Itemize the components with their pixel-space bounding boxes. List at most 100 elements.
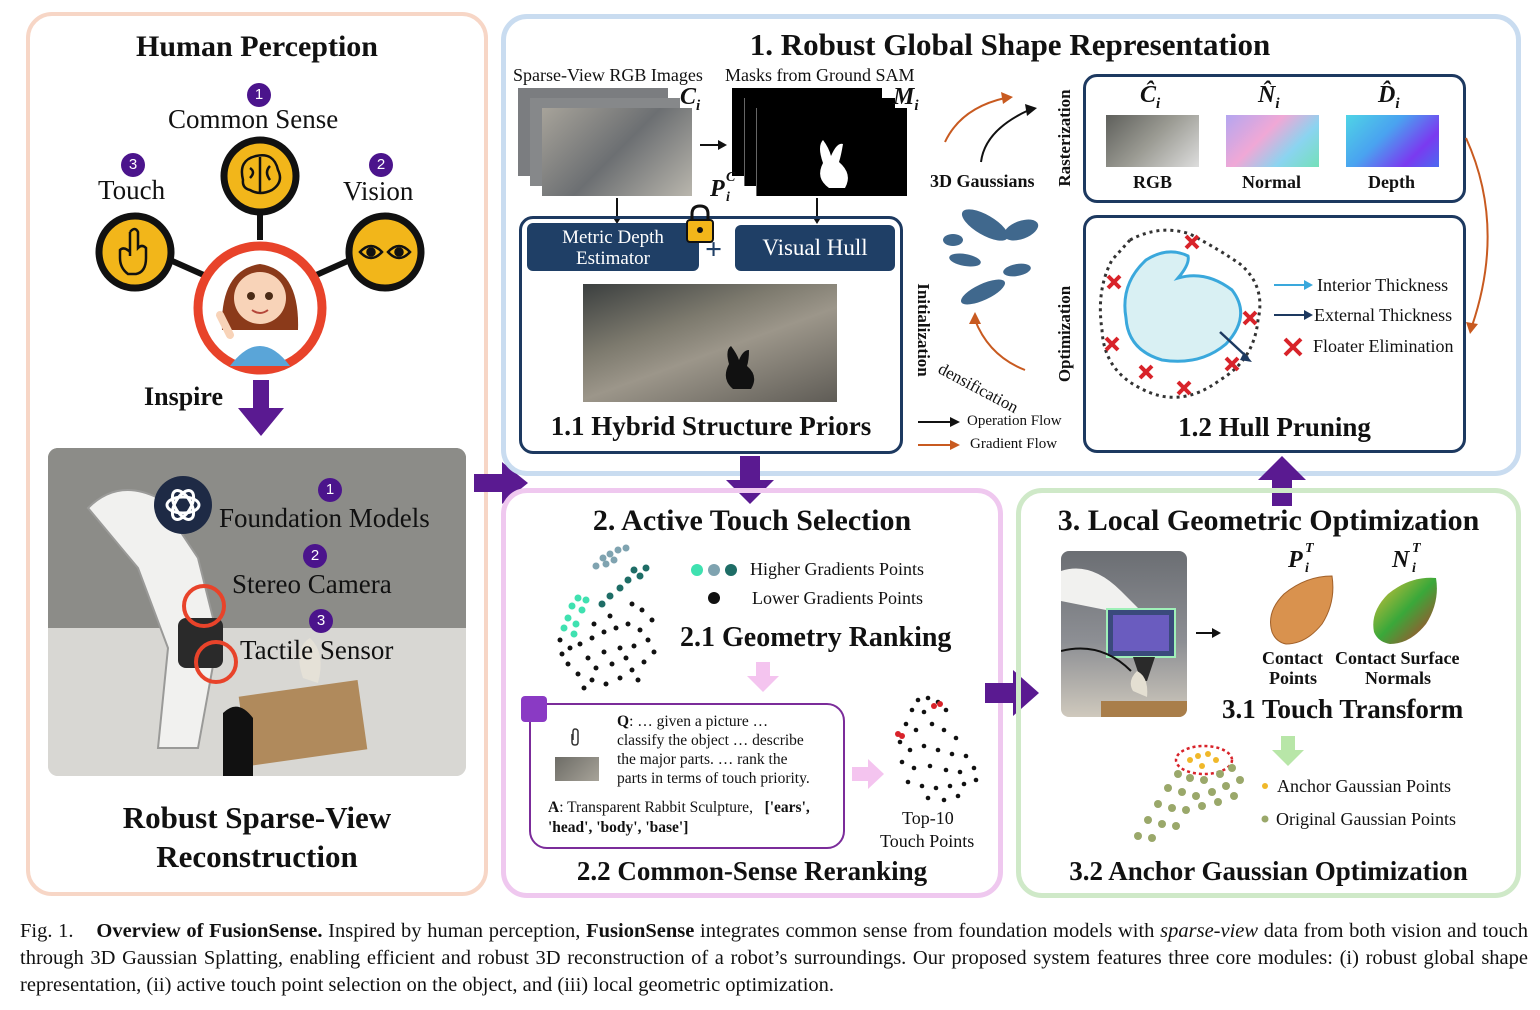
metric-depth-line2: Estimator	[576, 248, 650, 269]
vision-circle	[345, 212, 425, 292]
hybrid-structure-title: 1.1 Hybrid Structure Priors	[550, 411, 872, 441]
touch-to-local-arrow	[985, 670, 1039, 716]
contact-points-label-1: Contact	[1262, 648, 1323, 668]
geometry-ranking-pointcloud	[557, 544, 657, 691]
stereo-camera-label: Stereo Camera	[232, 569, 392, 599]
sparse-rgb-label: Sparse-View RGB Images	[513, 65, 703, 85]
floater-elimination-label: Floater Elimination	[1313, 336, 1454, 356]
answer-text: A: Transparent Rabbit Sculpture, ['ears'…	[548, 799, 810, 836]
question-text: Q: … given a picture … classify the obje…	[617, 713, 810, 787]
touch-sensor-sketch	[1061, 568, 1187, 717]
plus-sign: +	[705, 233, 723, 266]
local-geometric-panel	[1016, 488, 1521, 898]
geometry-ranking-title: 2.1 Geometry Ranking	[680, 622, 952, 653]
metric-depth-line1: Metric Depth	[562, 227, 664, 248]
contact-normals-label-1: Contact Surface	[1335, 648, 1460, 668]
anchor-optimization-title: 3.2 Anchor Gaussian Optimization	[1069, 856, 1468, 886]
photo-to-contact-arrow	[1196, 628, 1221, 638]
floater-marks	[1104, 234, 1258, 396]
render-rgb-image	[1106, 115, 1199, 167]
stereo-camera-highlight	[182, 584, 226, 628]
human-perception-panel	[26, 12, 488, 896]
tactile-sensor-highlight	[194, 640, 238, 684]
masks-label: Masks from Ground SAM	[725, 65, 915, 85]
touch-sensor-photo	[1061, 551, 1187, 717]
rerank-to-top10-arrow	[852, 759, 884, 789]
figure-caption: Fig. 1. Overview of FusionSense. Inspire…	[20, 918, 1528, 999]
touch-transform-title: 3.1 Touch Transform	[1222, 694, 1464, 724]
inspire-label: Inspire	[144, 382, 223, 411]
original-points-label: Original Gaussian Points	[1276, 809, 1456, 829]
gaussian-blobs	[943, 209, 1039, 305]
contact-points-shape	[1270, 575, 1334, 645]
inspire-arrow	[238, 380, 284, 436]
ci-symbol: Ci	[680, 84, 701, 114]
query-thumbnail-image	[555, 757, 599, 781]
common-sense-rerank-title: 2.2 Common-Sense Reranking	[576, 856, 928, 886]
hat-n-symbol: N̂i	[1258, 82, 1280, 112]
render-normal-label: Normal	[1242, 172, 1301, 192]
global-shape-title: 1. Robust Global Shape Representation	[749, 27, 1271, 62]
caption-italic: sparse-view	[1160, 920, 1259, 942]
touch-number: 3	[121, 153, 145, 177]
higher-gradient-label: Higher Gradients Points	[750, 559, 924, 579]
higher-gradient-legend-dots	[691, 564, 737, 576]
tactile-sensor-label: Tactile Sensor	[240, 635, 394, 665]
common-sense-label: Common Sense	[168, 104, 339, 134]
anchor-gaussian-pointcloud	[1134, 744, 1244, 842]
global-shape-panel	[501, 14, 1521, 476]
hull-pruning-box	[1083, 215, 1466, 453]
active-touch-title: 2. Active Touch Selection	[592, 504, 912, 537]
anchor-points-label: Anchor Gaussian Points	[1277, 776, 1451, 796]
render-normal-image	[1226, 115, 1319, 167]
robot-item-1-number: 1	[318, 478, 342, 502]
openai-logo-icon	[154, 476, 212, 534]
interior-thickness-legend-arrow	[1274, 280, 1313, 290]
hybrid-structure-box	[519, 216, 903, 454]
point-cloud-prior-image	[583, 284, 837, 402]
caption-text-2: integrates common sense from foundation …	[694, 920, 1161, 942]
top10-label-line1: Top-10	[902, 808, 954, 828]
lower-gradient-label: Lower Gradients Points	[752, 588, 923, 608]
paperclip-icon	[571, 728, 579, 746]
interior-hull	[1123, 250, 1243, 363]
caption-bold-name: FusionSense	[586, 920, 695, 942]
gradient-flow-label: Gradient Flow	[970, 436, 1058, 452]
rabbit-silhouette	[725, 346, 755, 389]
rgb-to-mask-arrow	[700, 140, 727, 150]
external-thickness-label: External Thickness	[1314, 305, 1453, 325]
render-rgb-label: RGB	[1133, 172, 1173, 192]
operation-flow-legend-arrow	[918, 417, 960, 427]
rasterization-label: Rasterization	[1055, 89, 1074, 187]
visual-hull-box: Visual Hull	[735, 225, 895, 271]
caption-fig-number: Fig. 1.	[20, 920, 74, 942]
robot-item-3-number: 3	[309, 609, 333, 633]
contact-points-label-2: Points	[1269, 668, 1318, 688]
original-points-legend-dot	[1261, 815, 1269, 823]
robot-sketch	[48, 448, 466, 776]
touch-circle	[95, 212, 175, 292]
common-sense-number: 1	[247, 83, 271, 107]
avatar	[216, 264, 299, 366]
interior-thickness-label: Interior Thickness	[1317, 275, 1449, 295]
robot-item-2-number: 2	[303, 544, 327, 568]
sparse-view-title-line2: Reconstruction	[156, 839, 358, 874]
render-output-box	[1083, 74, 1466, 203]
mask-image-front	[756, 108, 907, 196]
render-depth-label: Depth	[1368, 172, 1416, 192]
caption-text-3: data from both vision and touch through …	[20, 920, 1529, 996]
sparse-view-title-line1: Robust Sparse-View	[122, 800, 392, 835]
eyes-icon	[358, 244, 412, 260]
top10-label-line2: Touch Points	[880, 831, 975, 851]
local-geometric-title: 3. Local Geometric Optimization	[1057, 504, 1480, 537]
vision-number: 2	[369, 153, 393, 177]
gradient-flow-legend-arrow	[918, 440, 960, 450]
caption-text-1: Inspired by human perception,	[322, 920, 587, 942]
gaussians-cycle-graphic	[943, 92, 1039, 371]
llm-logo-icon	[521, 696, 547, 722]
lower-gradient-legend-dot	[708, 592, 720, 604]
external-thickness-legend-arrow	[1274, 310, 1313, 320]
gradient-loop-arrow	[1465, 137, 1489, 334]
ranking-to-rerank-arrow	[747, 662, 779, 692]
